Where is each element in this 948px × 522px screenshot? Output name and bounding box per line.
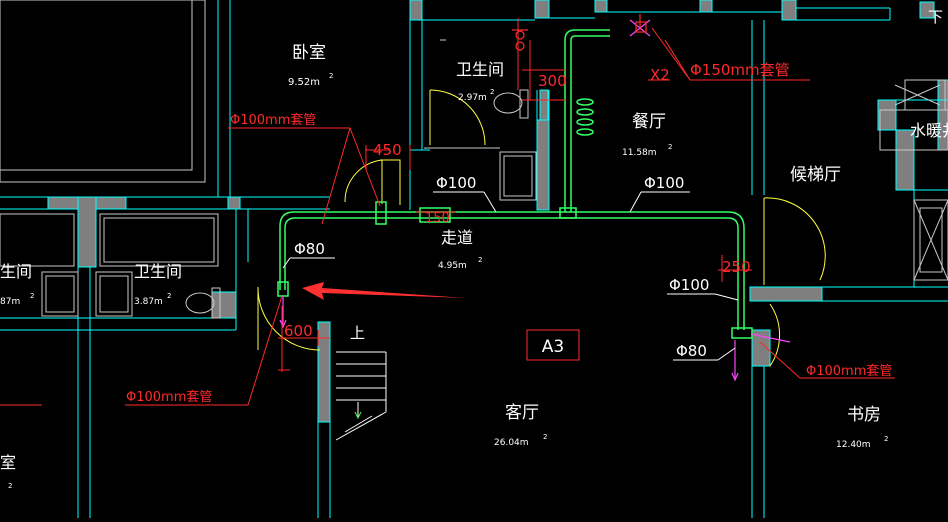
pipe-label-d100-b: Φ100 bbox=[644, 174, 684, 192]
room-area-sup-bathroom-top: 2 bbox=[490, 88, 494, 96]
edge-label-sup: 2 bbox=[8, 482, 12, 490]
room-area-sup-bedroom: 2 bbox=[329, 72, 333, 80]
stair-label: 上 bbox=[350, 324, 365, 342]
pipe-label-d100-c: Φ100 bbox=[669, 276, 709, 294]
room-name-bath-left-2: 卫生间 bbox=[134, 262, 182, 281]
room-area-study: 12.40m bbox=[836, 440, 871, 450]
walls bbox=[47, 0, 948, 423]
room-name-study: 书房 bbox=[847, 405, 881, 425]
room-area-sup-bath-left-2: 2 bbox=[167, 292, 171, 300]
pipe-label-d80-b: Φ80 bbox=[676, 342, 707, 360]
room-name-corridor: 走道 bbox=[441, 228, 473, 247]
sleeve-label-left: Φ100mm套管 bbox=[126, 389, 212, 405]
sleeve-label-top: Φ100mm套管 bbox=[230, 112, 316, 128]
pipe-labels: Φ100 Φ100 Φ100 Φ80 Φ80 bbox=[282, 174, 739, 361]
annotation-lines bbox=[0, 18, 895, 406]
room-area-sup-study: 2 bbox=[884, 435, 888, 443]
room-name-bathroom-top: 卫生间 bbox=[456, 60, 504, 79]
dim-250: 250 bbox=[722, 258, 751, 276]
room-area-living: 26.04m bbox=[494, 438, 529, 448]
annotation-labels: Φ100mm套管 Φ100mm套管 Φ100mm套管 Φ150mm套管 X2 3… bbox=[126, 61, 892, 405]
room-area-bath-left-1: 87m bbox=[0, 297, 20, 307]
room-name-bedroom: 卧室 bbox=[292, 43, 326, 63]
room-area-bedroom: 9.52m bbox=[288, 77, 320, 88]
pointer-arrow bbox=[302, 282, 466, 300]
pipe-label-d80-a: Φ80 bbox=[294, 240, 325, 258]
stair bbox=[335, 351, 387, 441]
sleeve-label-150: Φ150mm套管 bbox=[690, 61, 790, 79]
riser-tag-x2: X2 bbox=[650, 66, 670, 84]
room-name-living: 客厅 bbox=[505, 403, 539, 423]
sleeve-label-right: Φ100mm套管 bbox=[806, 363, 892, 379]
dim-450: 450 bbox=[373, 141, 402, 159]
zone-tag-label: A3 bbox=[542, 337, 564, 357]
room-area-corridor: 4.95m bbox=[438, 261, 467, 271]
edge-label-char: 室 bbox=[0, 453, 16, 472]
room-area-sup-living: 2 bbox=[543, 433, 547, 441]
dim-150: 150 bbox=[425, 211, 450, 226]
room-area-sup-corridor: 2 bbox=[478, 256, 482, 264]
dim-600: 600 bbox=[284, 322, 313, 340]
valve-glyphs bbox=[512, 14, 647, 51]
doors bbox=[257, 89, 826, 367]
room-area-bath-left-2: 3.87m bbox=[134, 297, 163, 307]
room-name-bath-left-1: 生间 bbox=[0, 262, 32, 281]
fixtures bbox=[0, 0, 948, 319]
room-area-sup-dining: 2 bbox=[668, 143, 672, 151]
pipes bbox=[277, 29, 753, 339]
dim-300: 300 bbox=[538, 72, 567, 90]
pipe-label-d100-a: Φ100 bbox=[436, 174, 476, 192]
room-name-dining: 餐厅 bbox=[632, 112, 666, 132]
room-labels: 卧室 9.52m 2 卫生间 2.97m 2 餐厅 11.58m 2 候梯厅 走… bbox=[0, 8, 948, 490]
room-area-bathroom-top: 2.97m bbox=[458, 93, 487, 103]
room-area-dining: 11.58m bbox=[622, 148, 657, 158]
room-area-sup-bath-left-1: 2 bbox=[30, 292, 34, 300]
room-name-hvac-shaft: 水暖井 bbox=[910, 121, 948, 140]
top-right-char: 下 bbox=[928, 8, 943, 26]
room-name-elevator-hall: 候梯厅 bbox=[790, 165, 841, 185]
zone-tag: A3 bbox=[526, 329, 580, 361]
